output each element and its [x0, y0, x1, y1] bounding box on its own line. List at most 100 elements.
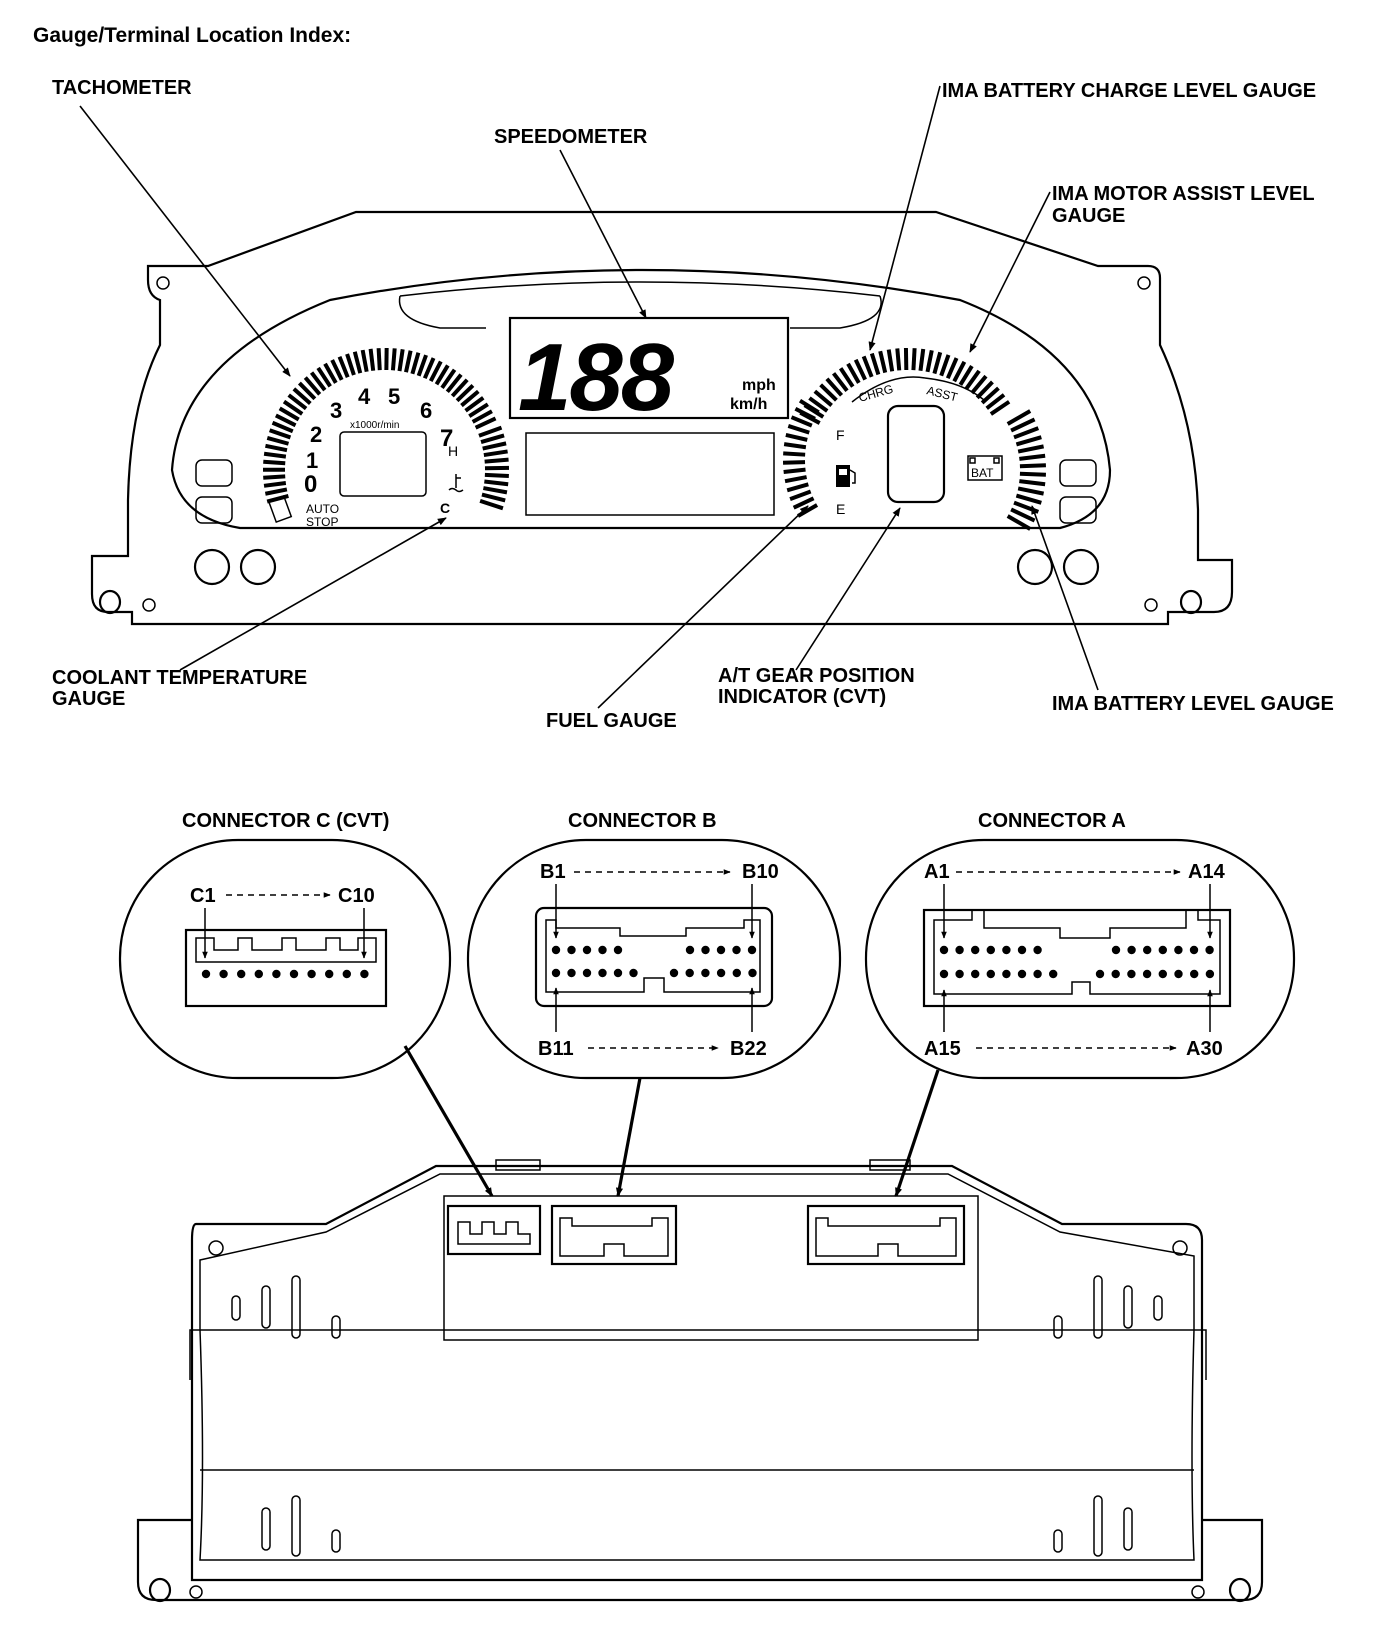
ima-top-tick — [952, 360, 967, 383]
fuel-empty-label: E — [836, 501, 845, 517]
fuel-tick — [790, 415, 813, 428]
fuel-tick — [783, 467, 806, 474]
ima-charge-assist-ticks — [799, 347, 1011, 425]
connector-a-pin — [1190, 969, 1199, 979]
rear-vent-slot — [1123, 1285, 1133, 1329]
tach-scale-label: x1000r/min — [350, 420, 399, 431]
connector-a-pin — [955, 945, 964, 955]
connector-b-pin — [716, 945, 726, 955]
connector-c-pin — [219, 969, 228, 979]
ima-top-tick — [846, 362, 861, 384]
ima-top-tick — [964, 369, 981, 390]
label-gear-position-2: INDICATOR (CVT) — [718, 686, 886, 708]
tach-tick — [323, 362, 338, 384]
connector-c-pin — [254, 969, 263, 979]
label-coolant-1: COOLANT TEMPERATURE — [52, 667, 307, 689]
tach-tick — [474, 416, 497, 430]
connector-a-pin — [1158, 969, 1168, 979]
tach-tick — [266, 436, 290, 446]
tach-tick — [263, 451, 287, 459]
ima-top-tick — [803, 403, 825, 419]
tach-number-7: 7 — [440, 425, 453, 452]
temp-tick — [481, 492, 506, 503]
connector-a-pin — [1049, 969, 1058, 979]
cluster-front: 188 mph km/h 0 1 2 3 4 5 6 7 x1000r/min … — [90, 210, 1234, 626]
connector-a-pin — [1033, 969, 1042, 979]
rear-vent-slot — [331, 1315, 341, 1339]
ima-top-tick — [945, 357, 959, 380]
connector-a-pin — [1017, 969, 1027, 979]
tach-tick — [271, 420, 294, 434]
connector-c-title: CONNECTOR C (CVT) — [182, 810, 389, 832]
tach-tick — [360, 349, 369, 373]
connector-c-pin — [201, 969, 211, 979]
fuel-tick — [783, 442, 807, 450]
connector-b-pin — [685, 945, 695, 955]
connector-c: CONNECTOR C (CVT) C1 C10 — [118, 810, 452, 1080]
connector-a-pin — [955, 969, 964, 979]
fuel-full-label: F — [836, 427, 845, 443]
connector-b-pin — [732, 968, 741, 978]
connector-b-pin — [551, 945, 561, 955]
connector-b-pin — [701, 945, 710, 955]
connector-a-pin — [1205, 969, 1215, 979]
ima-top-tick — [932, 351, 943, 375]
tach-tick — [274, 413, 297, 428]
tach-tick — [264, 487, 288, 496]
ima-battery-tick — [1019, 479, 1046, 487]
rear-vent-slot — [1093, 1275, 1103, 1339]
connector-c-pin — [237, 969, 246, 979]
label-coolant-2: GAUGE — [52, 688, 125, 710]
ima-top-tick — [895, 348, 902, 371]
ima-battery-tick — [1019, 471, 1046, 477]
temp-tick — [484, 457, 509, 464]
label-speedometer: SPEEDOMETER — [494, 126, 648, 148]
tach-number-5: 5 — [388, 384, 400, 409]
tach-tick — [287, 393, 308, 411]
tach-tick — [397, 348, 405, 372]
connector-a-pin — [971, 945, 980, 955]
connector-b-pin — [701, 968, 710, 978]
connector-c-pin — [289, 969, 299, 979]
ima-battery-tick — [1017, 444, 1045, 454]
temp-tick — [484, 472, 509, 479]
tach-tick — [464, 396, 485, 413]
ima-top-tick — [808, 396, 829, 413]
ima-battery-tick — [1015, 493, 1042, 505]
connector-a-pin — [1095, 969, 1105, 979]
ima-top-tick — [838, 367, 855, 388]
tach-tick — [330, 359, 344, 381]
ima-battery-tick — [1010, 417, 1036, 433]
ima-top-tick — [980, 386, 1000, 405]
tach-tick — [445, 373, 463, 394]
chrg-label: CHRG — [857, 382, 895, 405]
unit-mph: mph — [742, 377, 776, 394]
connector-b-top-first: B1 — [540, 861, 566, 883]
connector-a-pin — [986, 969, 995, 979]
bat-label: BAT — [971, 466, 994, 480]
tach-number-2: 2 — [310, 422, 322, 447]
connector-b-pin — [598, 968, 607, 978]
temp-tick — [478, 425, 503, 438]
tach-tick — [471, 409, 493, 424]
fuel-tick — [784, 475, 808, 484]
rear-vent-slot — [261, 1285, 271, 1329]
tach-tick — [263, 459, 286, 466]
connector-a-pointer — [894, 1069, 940, 1197]
fuel-tick — [789, 489, 812, 502]
ima-top-tick — [918, 348, 926, 372]
ima-top-tick — [853, 358, 867, 381]
tach-tick — [292, 387, 312, 406]
tach-tick — [428, 360, 443, 382]
connector-c-pointer — [403, 1045, 494, 1197]
rear-vent-slot — [261, 1507, 271, 1551]
connector-b-pin — [613, 945, 623, 955]
temp-tick — [482, 486, 508, 495]
temp-tick — [484, 479, 509, 487]
tach-tick — [337, 356, 350, 378]
connector-b-title: CONNECTOR B — [568, 810, 717, 832]
tachometer-ticks — [262, 347, 497, 504]
tach-tick — [309, 371, 327, 392]
tach-tick — [263, 474, 286, 480]
connector-a-pins — [939, 945, 1215, 979]
